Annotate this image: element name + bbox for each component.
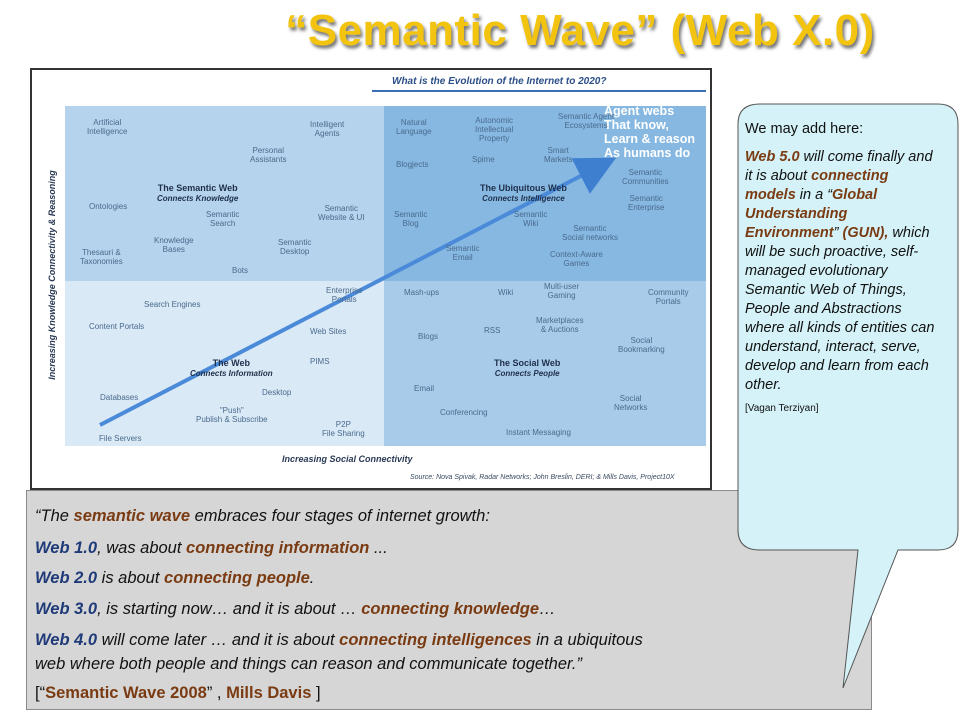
concept-label: Web Sites (310, 327, 347, 336)
callout-intro: We may add here: (745, 121, 864, 137)
concept-label: File Servers (99, 434, 142, 443)
concept-label: Email (414, 384, 435, 393)
quote-line: web where both people and things can rea… (35, 655, 582, 673)
evolution-figure: What is the Evolution of the Internet to… (30, 68, 712, 490)
concept-label: Databases (100, 393, 139, 402)
concept-label: Search Engines (144, 300, 201, 309)
quote-box: “The semantic wave embraces four stages … (26, 490, 872, 710)
concept-label: Thesauri &Taxonomies (80, 248, 123, 266)
agent-webs-text: Agent webs That know, Learn & reason As … (604, 104, 696, 160)
figure-credit: Source: Nova Spivak, Radar Networks; Joh… (410, 474, 675, 481)
quote-line: Web 3.0, is starting now… and it is abou… (35, 600, 556, 618)
quadrant-social-web (384, 281, 706, 446)
quote-line: Web 2.0 is about connecting people. (35, 569, 315, 587)
concept-label: Marketplaces& Auctions (536, 316, 584, 334)
slide-title: “Semantic Wave” (Web X.0) (285, 6, 875, 55)
concept-label: "Push"Publish & Subscribe (196, 406, 268, 424)
callout-text: We may add here: Web 5.0 will come final… (745, 120, 940, 418)
growth-arrow (99, 157, 617, 427)
quadrant-the-web (65, 281, 384, 446)
quadrant-semantic-web (65, 106, 384, 281)
figure-heading: What is the Evolution of the Internet to… (392, 76, 607, 87)
concept-label: Instant Messaging (506, 428, 571, 437)
quote-line: Web 1.0, was about connecting informatio… (35, 539, 388, 557)
callout-body: Web 5.0 will come finally and it is abou… (745, 149, 935, 393)
concept-label: Wiki (498, 288, 514, 297)
concept-label: Mash-ups (404, 288, 440, 297)
concept-label: Blogjects (396, 160, 429, 169)
quote-line: Web 4.0 will come later … and it is abou… (35, 631, 643, 649)
concept-label: Bots (232, 266, 249, 275)
callout-source: [Vagan Terziyan] (745, 403, 819, 414)
x-axis-label: Increasing Social Connectivity (282, 454, 413, 464)
concept-label: Ontologies (89, 202, 128, 211)
concept-label: Desktop (262, 388, 292, 397)
concept-label: Conferencing (440, 408, 488, 417)
concept-label: RSS (484, 326, 501, 335)
concept-label: Spime (472, 155, 495, 164)
concept-label: Content Portals (89, 322, 145, 331)
figure-heading-rule (372, 90, 706, 92)
quote-line: “The semantic wave embraces four stages … (35, 507, 490, 525)
concept-label: PIMS (310, 357, 330, 366)
quote-source: [“Semantic Wave 2008” , Mills Davis ] (35, 684, 321, 702)
concept-label: Blogs (418, 332, 439, 341)
